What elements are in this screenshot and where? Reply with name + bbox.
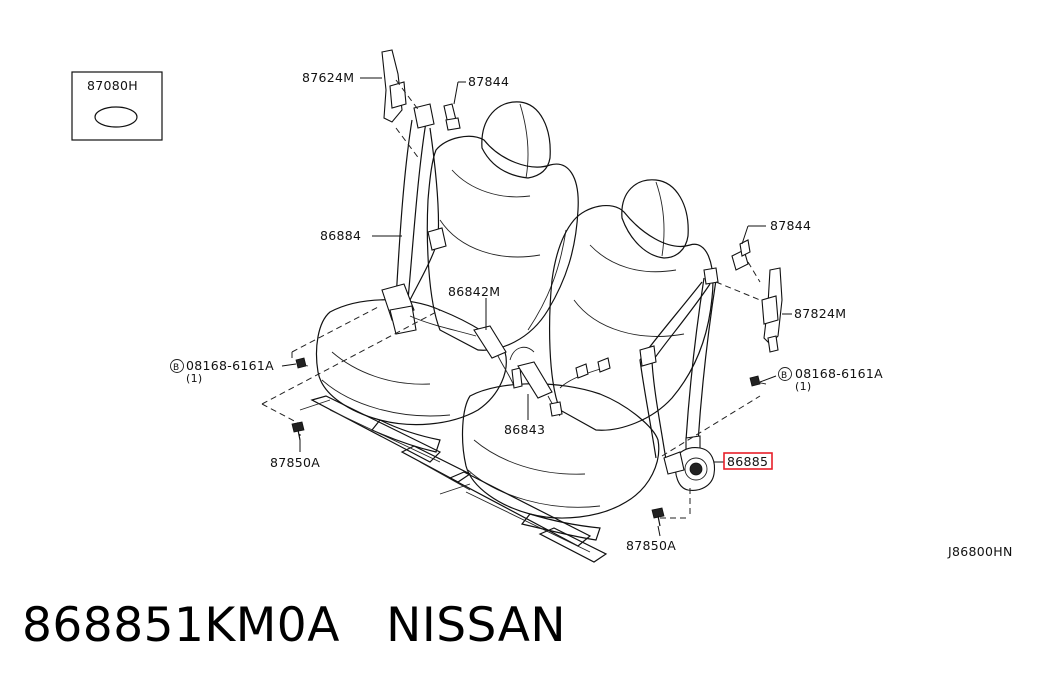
label-diagram-code: J86800HN [947,544,1013,559]
bolt-right-circle [778,367,792,381]
dashed-guides [261,127,761,519]
label-87844-left: 87844 [468,74,509,89]
bolt-left-upper [295,357,309,369]
part-labels: 87624M 87844 86884 86842M B 08168-6161A … [170,70,1013,559]
label-qty-right: (1) [795,380,811,393]
label-86885: 86885 [727,454,768,469]
left-seat-drawing [299,101,579,491]
footer-part-number: 868851KM0A [22,598,340,653]
leader-lines [281,77,792,537]
footer-brand: NISSAN [386,598,567,653]
label-86843: 86843 [504,422,545,437]
label-87850A-left: 87850A [270,455,320,470]
label-qty-left: (1) [186,372,202,385]
bolt-left-lower [291,421,305,441]
label-08168-6161A-right: 08168-6161A [795,366,883,381]
inset-box: 87080H [71,71,163,141]
left-belt-assembly [381,49,523,389]
label-87624M: 87624M [302,70,354,85]
label-86884: 86884 [320,228,361,243]
right-seat-drawing [439,179,714,563]
label-87844-right: 87844 [770,218,811,233]
label-87080H: 87080H [87,78,138,93]
bolt-left-circle-letter: B [173,363,179,373]
label-86842M: 86842M [448,284,500,299]
label-08168-6161A-left: 08168-6161A [186,358,274,373]
label-87824M: 87824M [794,306,846,321]
bolt-right-circle-letter: B [781,371,787,381]
bolt-right-upper [749,375,767,387]
highlight-box [723,452,773,470]
right-belt-assembly [509,239,783,491]
bolt-right-lower [651,507,665,527]
footer-caption: 868851KM0A NISSAN [22,598,566,653]
bolt-left-circle [170,359,184,373]
label-87850A-right: 87850A [626,538,676,553]
